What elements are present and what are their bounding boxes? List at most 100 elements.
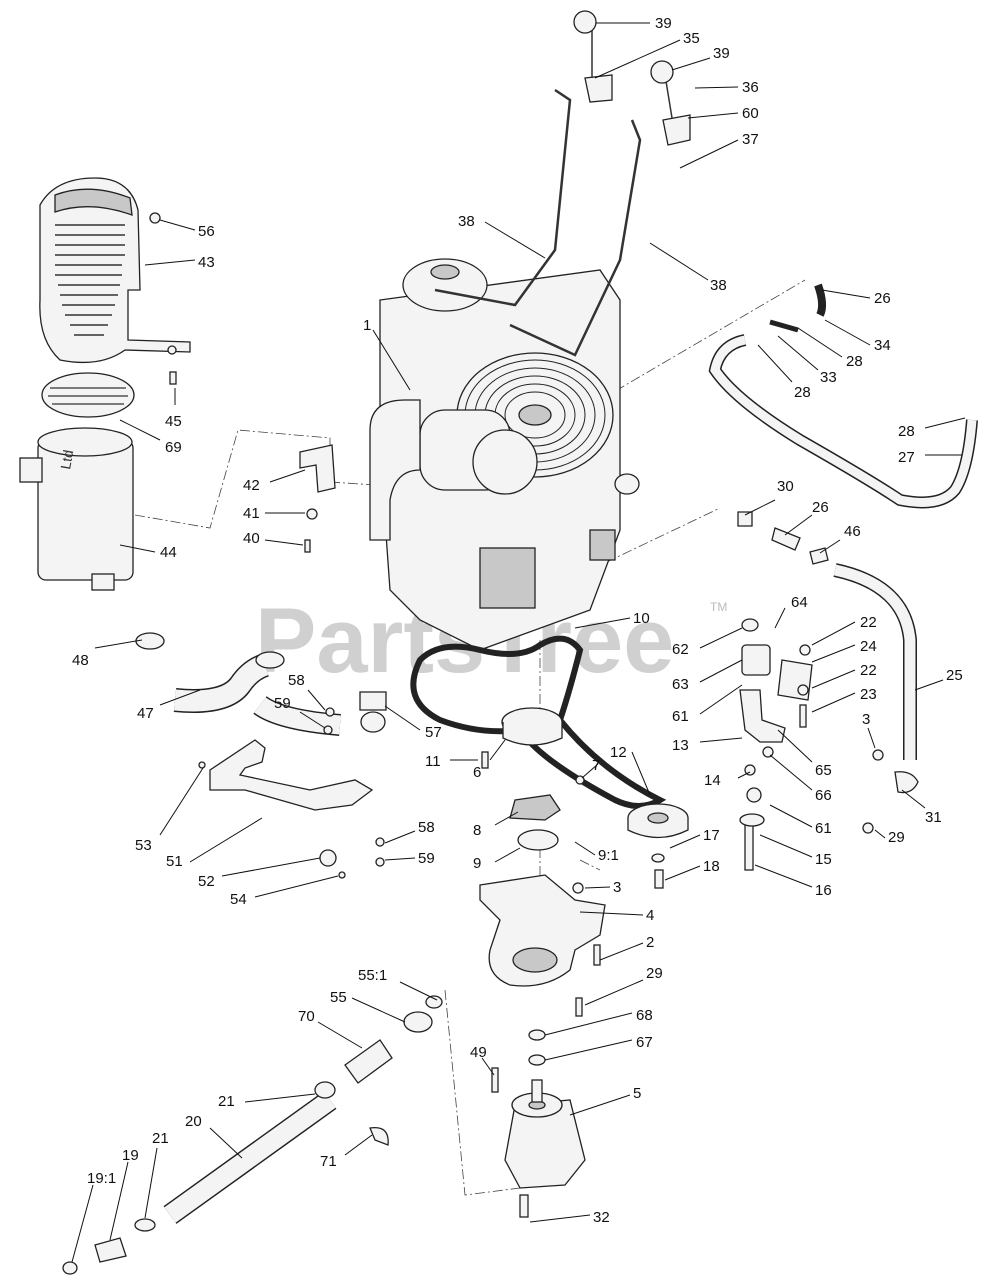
- callout-66: 54: [230, 875, 339, 908]
- svg-text:10: 10: [633, 610, 650, 627]
- svg-text:14: 14: [704, 772, 721, 789]
- svg-text:61: 61: [672, 708, 689, 725]
- suction-hose: [62, 995, 443, 1275]
- svg-text:17: 17: [703, 827, 720, 844]
- svg-text:43: 43: [198, 254, 215, 271]
- callout-2: 39: [671, 45, 730, 71]
- svg-text:59: 59: [418, 850, 435, 867]
- callout-34: 62: [672, 627, 743, 658]
- callout-56: 15: [759, 834, 832, 868]
- callout-72: 55: [330, 989, 406, 1023]
- svg-text:9: 9: [473, 855, 481, 872]
- callout-0: 39: [596, 15, 672, 32]
- svg-text:53: 53: [135, 837, 152, 854]
- svg-text:6: 6: [473, 764, 481, 781]
- callout-48: 11: [425, 753, 478, 770]
- muffler: Ltd: [19, 427, 134, 591]
- callout-64: 59: [384, 850, 435, 867]
- svg-text:2: 2: [646, 934, 654, 951]
- callout-13: 41: [243, 505, 305, 522]
- svg-text:35: 35: [683, 30, 700, 47]
- svg-text:45: 45: [165, 413, 182, 430]
- callout-19: 28: [797, 327, 863, 370]
- svg-text:41: 41: [243, 505, 260, 522]
- svg-text:39: 39: [655, 15, 672, 32]
- svg-text:37: 37: [742, 131, 759, 148]
- svg-text:19:1: 19:1: [87, 1170, 116, 1187]
- callout-25: 26: [784, 499, 829, 536]
- callout-31: 59: [274, 695, 326, 729]
- callout-22: 28: [898, 417, 966, 440]
- svg-text:57: 57: [425, 724, 442, 741]
- callout-70: 55:1: [358, 967, 438, 1001]
- svg-text:24: 24: [860, 638, 877, 655]
- svg-text:38: 38: [710, 277, 727, 294]
- callout-69: 2: [599, 934, 654, 961]
- svg-text:46: 46: [844, 523, 861, 540]
- callout-37: 24: [811, 638, 877, 663]
- callout-16: 1: [363, 317, 411, 391]
- svg-text:15: 15: [815, 851, 832, 868]
- callout-5: 37: [679, 131, 759, 169]
- callout-17: 26: [821, 289, 891, 307]
- svg-text:68: 68: [636, 1007, 653, 1024]
- svg-text:1: 1: [363, 317, 371, 334]
- callout-74: 70: [298, 1008, 363, 1049]
- svg-text:61: 61: [815, 820, 832, 837]
- control-cables: [434, 10, 691, 357]
- svg-text:21: 21: [218, 1093, 235, 1110]
- callout-67: 3: [584, 879, 621, 896]
- callout-55: 17: [669, 827, 720, 849]
- svg-text:28: 28: [794, 384, 811, 401]
- callout-35: 64: [774, 594, 808, 629]
- callout-49: 7: [581, 757, 600, 779]
- callout-45: 66: [769, 754, 832, 804]
- callout-54: 8: [473, 811, 519, 839]
- pulley-assembly: [501, 707, 563, 851]
- svg-text:16: 16: [815, 882, 832, 899]
- svg-text:69: 69: [165, 439, 182, 456]
- callout-4: 60: [687, 105, 759, 122]
- callout-28: 48: [72, 639, 143, 669]
- svg-text:36: 36: [742, 79, 759, 96]
- callout-46: 31: [901, 789, 942, 826]
- callout-10: 45: [165, 388, 182, 430]
- fuel-line: [708, 283, 978, 509]
- svg-text:58: 58: [418, 819, 435, 836]
- svg-text:22: 22: [860, 662, 877, 679]
- svg-text:18: 18: [703, 858, 720, 875]
- svg-text:21: 21: [152, 1130, 169, 1147]
- callout-75: 67: [544, 1034, 653, 1061]
- svg-text:11: 11: [425, 753, 441, 770]
- callout-27: 25: [914, 667, 963, 691]
- callout-7: 38: [649, 242, 727, 294]
- callout-78: 21: [218, 1093, 316, 1110]
- callout-83: 19:1: [71, 1170, 116, 1263]
- svg-text:31: 31: [925, 809, 942, 826]
- bracket-42: [299, 444, 336, 493]
- svg-text:8: 8: [473, 822, 481, 839]
- svg-text:3: 3: [862, 711, 870, 728]
- svg-text:25: 25: [946, 667, 963, 684]
- callout-23: 27: [898, 449, 962, 466]
- callout-58: 9:1: [574, 841, 619, 864]
- svg-text:9:1: 9:1: [598, 847, 619, 864]
- svg-text:55: 55: [330, 989, 347, 1006]
- callout-57: 9: [473, 847, 521, 872]
- drive-belt: [410, 635, 667, 809]
- idler-arm: [739, 618, 813, 871]
- svg-text:56: 56: [198, 223, 215, 240]
- svg-text:54: 54: [230, 891, 247, 908]
- svg-text:55:1: 55:1: [358, 967, 387, 984]
- engine: [369, 258, 640, 651]
- svg-text:29: 29: [646, 965, 663, 982]
- svg-text:63: 63: [672, 676, 689, 693]
- svg-text:66: 66: [815, 787, 832, 804]
- callout-36: 22: [811, 614, 877, 646]
- svg-text:58: 58: [288, 672, 305, 689]
- callout-14: 40: [243, 530, 304, 547]
- callout-61: 53: [135, 767, 204, 854]
- svg-text:Ltd: Ltd: [57, 449, 76, 471]
- svg-text:29: 29: [888, 829, 905, 846]
